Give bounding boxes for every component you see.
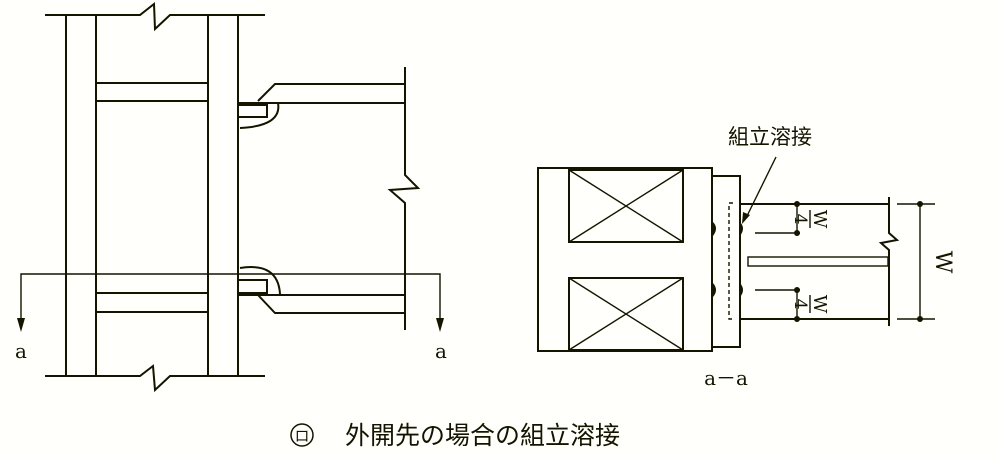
dim-label-quarter-top: W 4 bbox=[790, 210, 830, 229]
bottom-break-line bbox=[45, 364, 265, 393]
dim-label-quarter-bottom: W 4 bbox=[790, 295, 830, 314]
top-break-line bbox=[45, 2, 265, 32]
svg-text:4: 4 bbox=[790, 299, 810, 310]
svg-text:W: W bbox=[809, 210, 830, 229]
beam-end-break-line bbox=[387, 67, 421, 330]
figure-caption: ロ 外開先の場合の組立溶接 bbox=[290, 421, 620, 450]
weld-bead-icon bbox=[713, 222, 743, 297]
section-mark-left: a bbox=[15, 339, 27, 363]
lower-beam-flange bbox=[238, 294, 405, 314]
leader-arrow-icon bbox=[742, 212, 750, 224]
section-arrow-left-icon bbox=[17, 318, 25, 332]
tack-weld-dashed-line bbox=[728, 202, 733, 320]
beam-web bbox=[747, 256, 889, 267]
elevation-view: a a bbox=[15, 2, 447, 393]
svg-text:4: 4 bbox=[790, 214, 810, 225]
section-title: a－a bbox=[704, 366, 748, 390]
lower-backing-plate bbox=[238, 279, 268, 294]
upper-backing-plate bbox=[238, 104, 268, 118]
lower-weld-arc bbox=[239, 266, 281, 295]
upper-weld-arc bbox=[239, 102, 280, 129]
dim-label-total: W bbox=[930, 251, 955, 274]
section-mark-right: a bbox=[435, 339, 447, 363]
caption-text: 外開先の場合の組立溶接 bbox=[345, 421, 620, 450]
weld-leader-line bbox=[745, 156, 777, 219]
column-section bbox=[537, 167, 713, 352]
caption-marker: ロ bbox=[294, 427, 309, 445]
svg-text:W: W bbox=[809, 295, 830, 314]
weld-label: 組立溶接 bbox=[728, 125, 812, 149]
upper-box bbox=[568, 169, 684, 243]
lower-box bbox=[568, 277, 684, 351]
section-cut-line bbox=[20, 273, 441, 325]
caption-marker-circle bbox=[290, 423, 314, 447]
upper-beam-flange bbox=[238, 83, 405, 104]
lower-box-cross bbox=[568, 277, 684, 351]
section-arrow-right-icon bbox=[436, 318, 444, 332]
beam-break-line bbox=[878, 197, 900, 326]
section-view: W 4 W 4 W 組立溶接 a－a bbox=[537, 125, 955, 390]
splice-plate bbox=[711, 175, 741, 348]
upper-box-cross bbox=[568, 169, 684, 243]
